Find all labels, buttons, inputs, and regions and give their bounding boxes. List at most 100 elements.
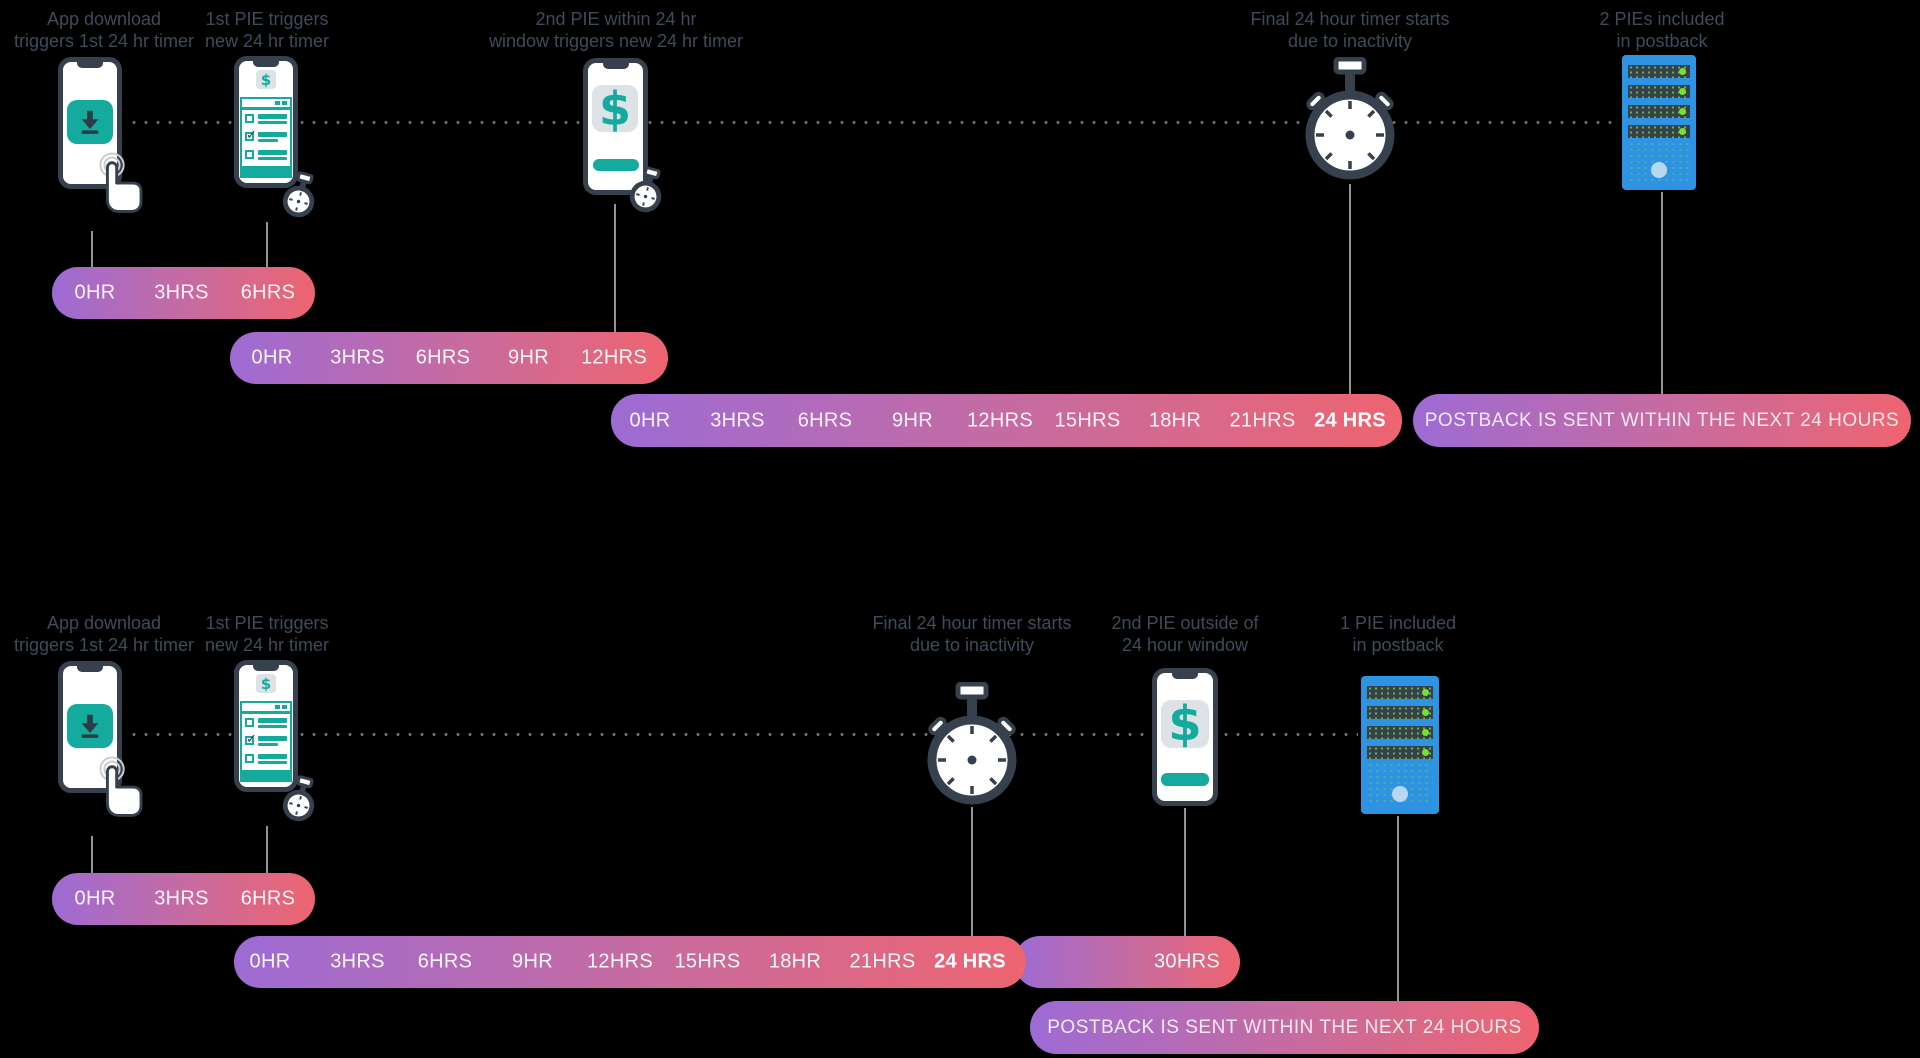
phone-notch bbox=[253, 60, 279, 67]
hour-label: 9HR bbox=[512, 950, 553, 973]
led-indicator bbox=[1679, 88, 1686, 95]
connector-line bbox=[91, 836, 93, 873]
step-label: 2nd PIE outside of 24 hour window bbox=[1111, 613, 1259, 655]
extra-window-bar: 30HRS bbox=[1014, 936, 1240, 988]
hour-label: 24 HRS bbox=[934, 950, 1006, 973]
checklist-row bbox=[242, 750, 290, 768]
hour-label: 6HRS bbox=[415, 346, 471, 369]
step-label: App download triggers 1st 24 hr timer bbox=[13, 613, 195, 655]
payment-panel: $ bbox=[1161, 696, 1209, 752]
hour-label: 18HR bbox=[768, 950, 822, 973]
hour-label: 15HRS bbox=[1054, 409, 1121, 431]
phone-notch bbox=[77, 665, 103, 672]
checkbox-icon bbox=[245, 150, 254, 159]
purchase-phone-icon: $ bbox=[583, 58, 648, 195]
checklist-row bbox=[242, 714, 290, 732]
connector-line bbox=[91, 231, 93, 267]
hour-label: 9HR bbox=[892, 409, 933, 431]
postback-text: POSTBACK IS SENT WITHIN THE NEXT 24 HOUR… bbox=[1424, 409, 1900, 431]
connector-line bbox=[1184, 808, 1186, 936]
step-label: Final 24 hour timer starts due to inacti… bbox=[1250, 9, 1450, 51]
phone-notch bbox=[253, 664, 279, 671]
led-indicator bbox=[1422, 689, 1429, 696]
led-indicator bbox=[1422, 709, 1429, 716]
connector-line bbox=[266, 826, 268, 873]
event-checklist: ✓ bbox=[240, 97, 292, 178]
dollar-icon: $ bbox=[260, 70, 272, 89]
hour-label: 3HRS bbox=[330, 950, 385, 973]
connector-line bbox=[614, 204, 616, 332]
step-label: App download triggers 1st 24 hr timer bbox=[13, 9, 195, 51]
checkmark-icon: ✓ bbox=[246, 731, 257, 746]
payment-badge: $ bbox=[256, 70, 276, 89]
download-app-icon bbox=[67, 704, 113, 748]
connector-line bbox=[1397, 816, 1399, 1001]
hour-label: 0HR bbox=[249, 950, 291, 973]
download-arrow-icon bbox=[81, 714, 99, 738]
server-rack-slot bbox=[1367, 706, 1433, 719]
checklist-row: ✓ bbox=[242, 127, 290, 146]
checkbox-checked-icon: ✓ bbox=[245, 731, 257, 746]
checkbox-checked-icon: ✓ bbox=[245, 127, 257, 142]
timeline-dotted-line bbox=[128, 733, 1358, 736]
step-label: 2 PIEs included in postback bbox=[1599, 9, 1725, 51]
server-rack-slot bbox=[1628, 105, 1690, 118]
pay-button-bar bbox=[593, 159, 639, 171]
led-indicator bbox=[1679, 128, 1686, 135]
pie-checklist-phone-icon: $ ✓ bbox=[234, 660, 298, 792]
server-rack-slot bbox=[1367, 686, 1433, 699]
postback-bar: POSTBACK IS SENT WITHIN THE NEXT 24 HOUR… bbox=[1030, 1001, 1539, 1054]
hour-label: 0HR bbox=[251, 346, 293, 369]
step-label: 1st PIE triggers new 24 hr timer bbox=[204, 9, 330, 51]
checkmark-icon: ✓ bbox=[246, 127, 257, 142]
led-indicator bbox=[1422, 749, 1429, 756]
checklist-row bbox=[242, 146, 290, 164]
inactivity-stopwatch-icon bbox=[927, 682, 1017, 805]
payment-panel: $ bbox=[592, 82, 638, 136]
checkbox-icon bbox=[245, 114, 254, 123]
hour-label: 0HR bbox=[74, 281, 116, 304]
checklist-row: ✓ bbox=[242, 731, 290, 750]
led-indicator bbox=[1679, 108, 1686, 115]
hour-label: 9HR bbox=[508, 346, 549, 369]
hour-label: 3HRS bbox=[710, 409, 765, 431]
hour-label: 6HRS bbox=[240, 281, 296, 304]
server-rack-slot bbox=[1628, 65, 1690, 78]
pie-checklist-phone-icon: $ ✓ bbox=[234, 56, 298, 188]
step-label: 1st PIE triggers new 24 hr timer bbox=[204, 613, 330, 655]
server-rack-slot bbox=[1628, 85, 1690, 98]
connector-line bbox=[971, 807, 973, 936]
stopwatch-icon bbox=[629, 166, 662, 213]
download-arrow-icon bbox=[81, 110, 99, 134]
checklist-footer bbox=[242, 770, 290, 780]
event-checklist: ✓ bbox=[240, 701, 292, 782]
server-power-button bbox=[1651, 162, 1667, 178]
step-label: 1 PIE included in postback bbox=[1339, 613, 1457, 655]
postback-server-icon bbox=[1622, 55, 1696, 190]
download-app-icon bbox=[67, 100, 113, 144]
checklist-header bbox=[242, 703, 290, 714]
stopwatch-icon bbox=[282, 775, 315, 822]
connector-line bbox=[266, 222, 268, 267]
purchase-phone-icon: $ bbox=[1152, 668, 1218, 806]
hour-label: 6HRS bbox=[797, 409, 853, 431]
hour-label: 3HRS bbox=[330, 346, 385, 369]
postback-server-icon bbox=[1361, 676, 1439, 814]
hour-label: 21HRS bbox=[1229, 409, 1296, 431]
server-rack-slot bbox=[1367, 726, 1433, 739]
hour-label: 18HR bbox=[1148, 409, 1202, 431]
hour-label: 3HRS bbox=[154, 887, 209, 910]
phone-notch bbox=[602, 62, 629, 69]
dollar-icon: $ bbox=[598, 81, 631, 136]
tap-hand-icon bbox=[99, 756, 143, 817]
led-indicator bbox=[1422, 729, 1429, 736]
hour-label: 12HRS bbox=[967, 409, 1033, 431]
pay-button-bar bbox=[1161, 773, 1209, 786]
server-power-button bbox=[1392, 786, 1408, 802]
hour-label: 12HRS bbox=[587, 950, 653, 973]
led-indicator bbox=[1679, 68, 1686, 75]
server-rack-slot bbox=[1628, 125, 1690, 138]
